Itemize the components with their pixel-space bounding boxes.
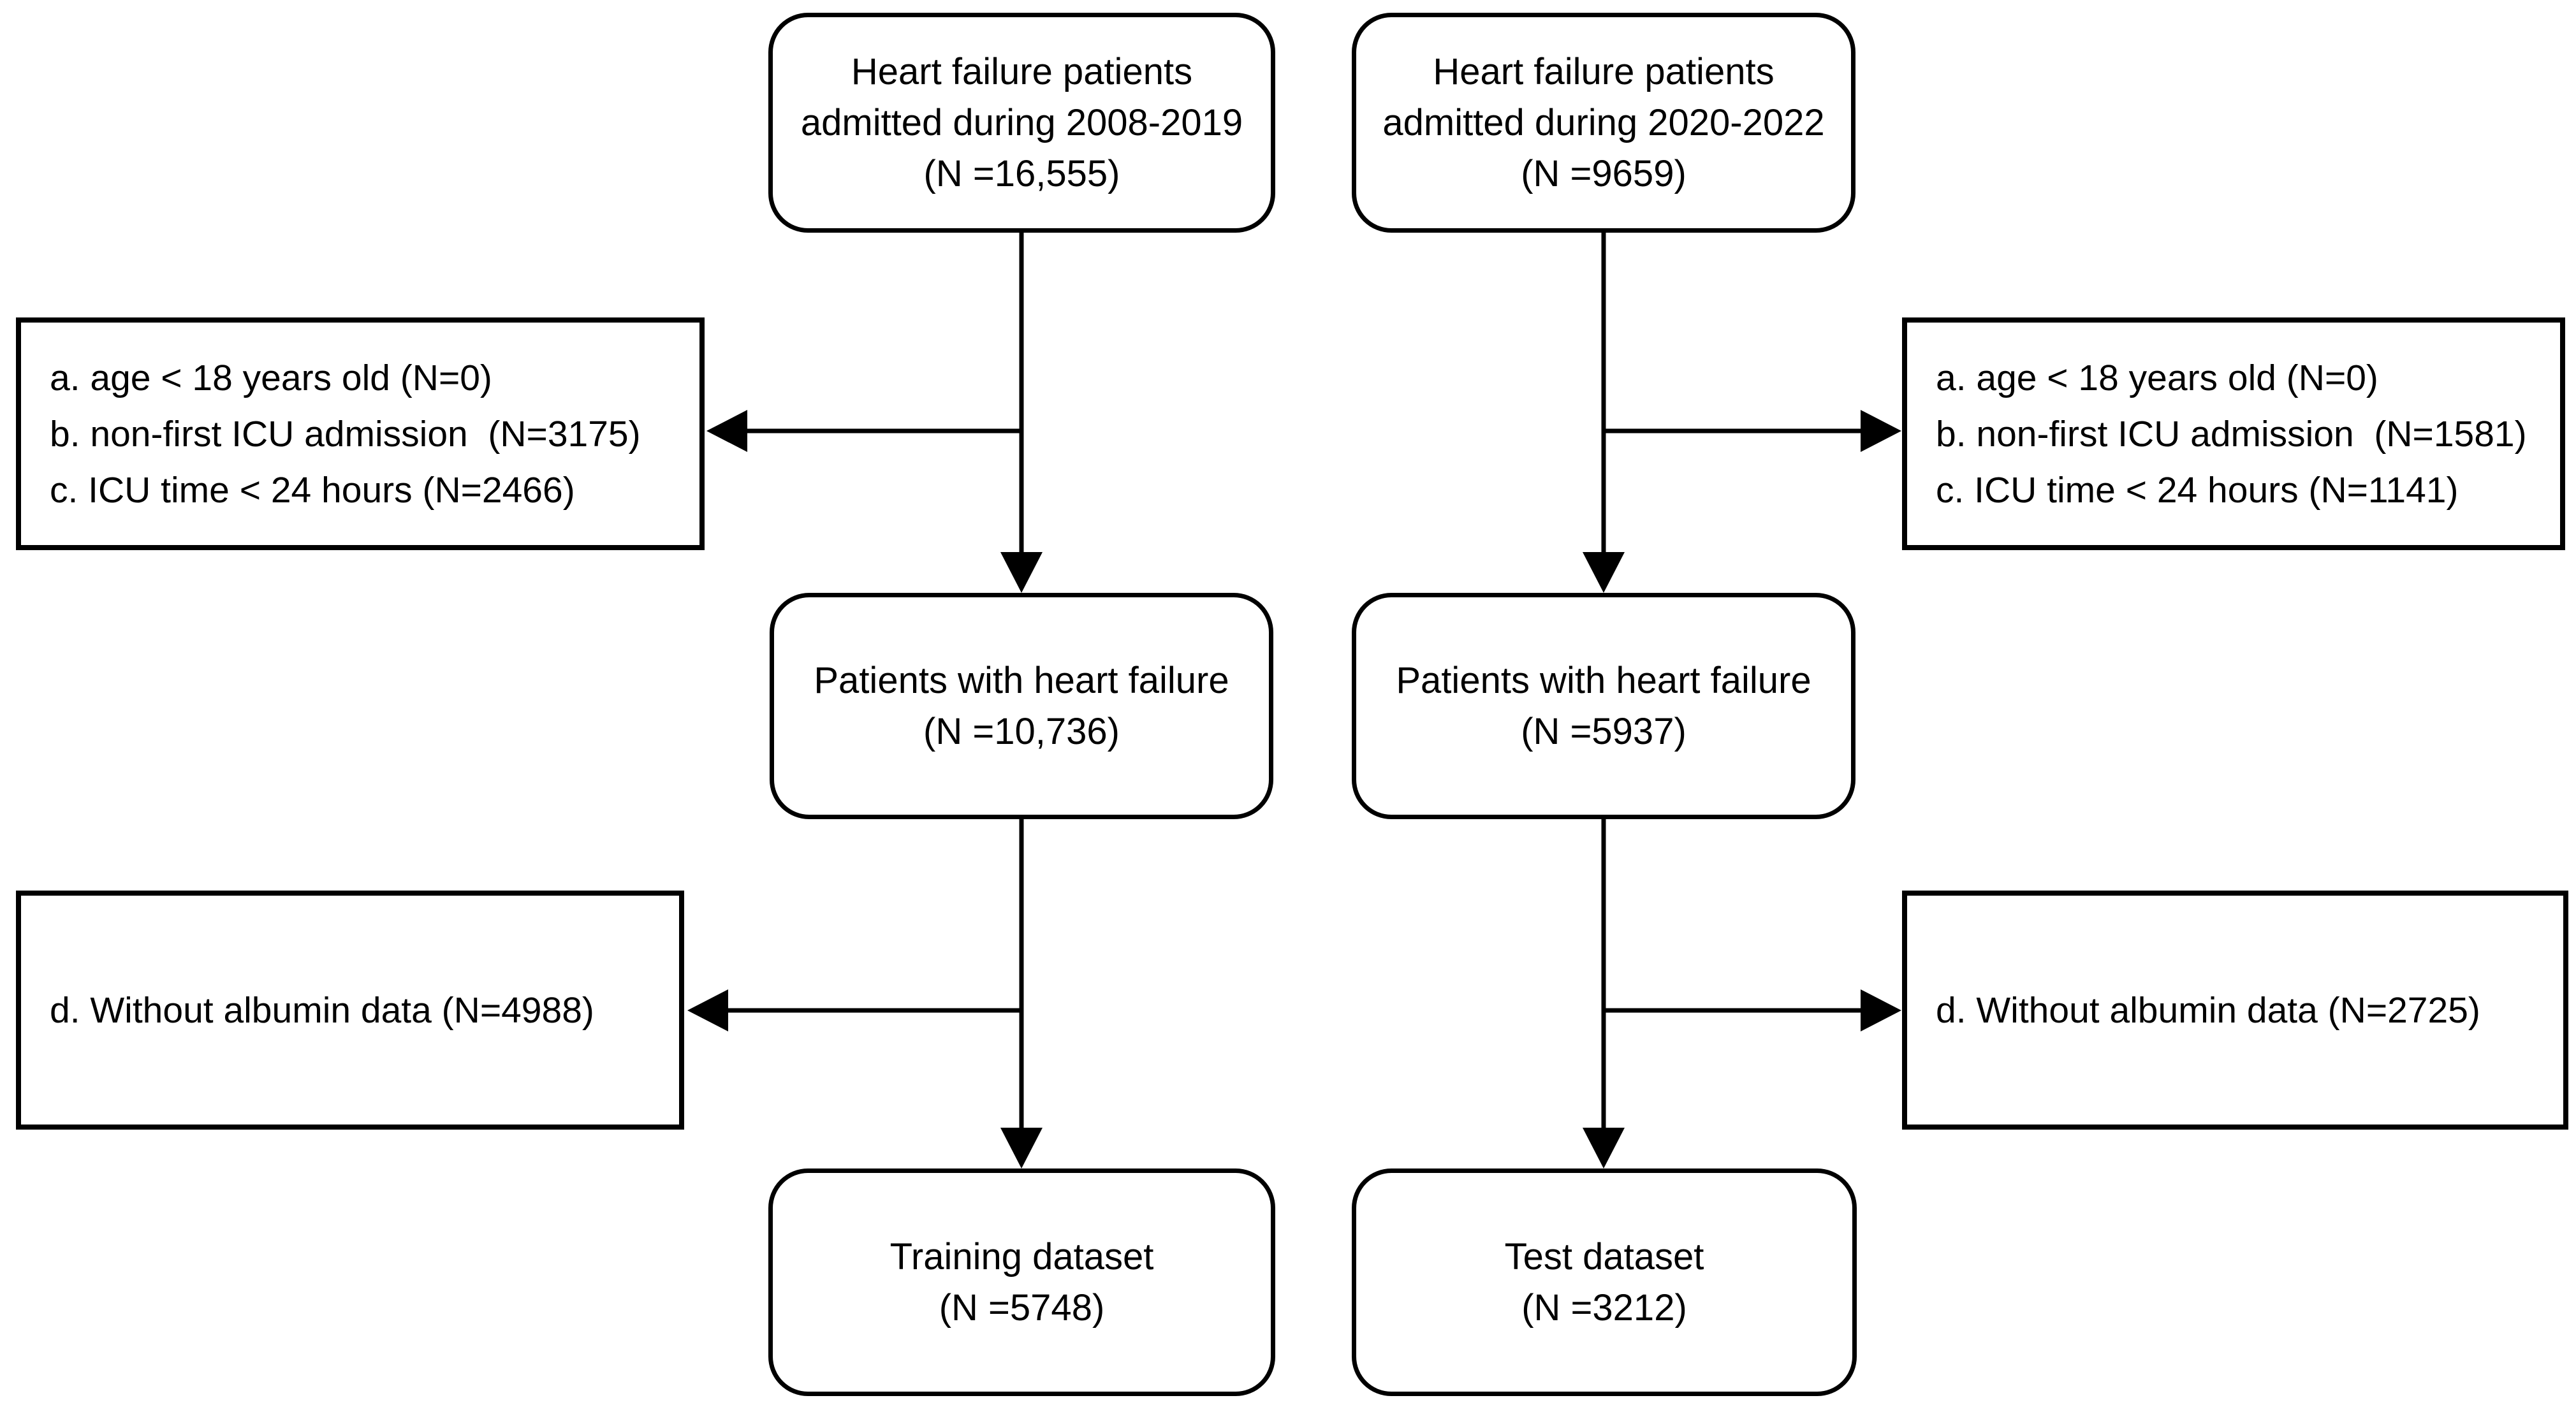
right-cohort-box: Patients with heart failure (N =5937) bbox=[1352, 593, 1855, 819]
right-exclusion-criteria-box: a. age < 18 years old (N=0) b. non-first… bbox=[1902, 317, 2565, 550]
left-albumin-exclusion-box: d. Without albumin data (N=4988) bbox=[16, 891, 684, 1130]
box-text-line: (N =5937) bbox=[1521, 710, 1687, 752]
left-top-to-cohort-arrowhead-icon bbox=[1000, 552, 1043, 593]
exclusion-item: d. Without albumin data (N=2725) bbox=[1936, 989, 2480, 1031]
box-text-line: (N =3212) bbox=[1521, 1286, 1687, 1329]
box-text-line: (N =16,555) bbox=[923, 152, 1120, 194]
box-text-line: Heart failure patients bbox=[851, 50, 1193, 92]
right-exclusion2-arrowhead-icon bbox=[1861, 989, 1901, 1031]
test-dataset-box: Test dataset (N =3212) bbox=[1352, 1168, 1857, 1396]
exclusion-item: c. ICU time < 24 hours (N=2466) bbox=[50, 469, 575, 511]
exclusion-item: b. non-first ICU admission (N=3175) bbox=[50, 413, 641, 455]
left-cohort-box: Patients with heart failure (N =10,736) bbox=[770, 593, 1273, 819]
left-cohort-to-result-arrowhead-icon bbox=[1000, 1128, 1043, 1168]
box-text-line: (N =5748) bbox=[939, 1286, 1105, 1329]
right-albumin-exclusion-box: d. Without albumin data (N=2725) bbox=[1902, 891, 2568, 1130]
box-text-line: Training dataset bbox=[889, 1235, 1154, 1278]
right-top-population-box: Heart failure patients admitted during 2… bbox=[1352, 13, 1855, 233]
box-text-line: Patients with heart failure bbox=[814, 659, 1229, 701]
exclusion-item: d. Without albumin data (N=4988) bbox=[50, 989, 594, 1031]
exclusion-item: a. age < 18 years old (N=0) bbox=[1936, 357, 2378, 398]
box-text-line: Patients with heart failure bbox=[1396, 659, 1811, 701]
exclusion-item: b. non-first ICU admission (N=1581) bbox=[1936, 413, 2527, 455]
left-exclusion-criteria-box: a. age < 18 years old (N=0) b. non-first… bbox=[16, 317, 705, 550]
left-exclusion1-arrowhead-icon bbox=[706, 410, 747, 452]
left-exclusion2-arrowhead-icon bbox=[687, 989, 728, 1031]
left-top-population-box: Heart failure patients admitted during 2… bbox=[768, 13, 1275, 233]
box-text-line: (N =9659) bbox=[1521, 152, 1687, 194]
box-text-line: admitted during 2008-2019 bbox=[800, 101, 1243, 143]
box-text-line: admitted during 2020-2022 bbox=[1382, 101, 1825, 143]
right-cohort-to-result-arrowhead-icon bbox=[1583, 1128, 1625, 1168]
box-text-line: (N =10,736) bbox=[923, 710, 1120, 752]
box-text-line: Heart failure patients bbox=[1433, 50, 1775, 92]
right-exclusion1-arrowhead-icon bbox=[1861, 410, 1901, 452]
training-dataset-box: Training dataset (N =5748) bbox=[768, 1168, 1275, 1396]
exclusion-item: c. ICU time < 24 hours (N=1141) bbox=[1936, 469, 2459, 511]
box-text-line: Test dataset bbox=[1504, 1235, 1704, 1278]
exclusion-item: a. age < 18 years old (N=0) bbox=[50, 357, 492, 398]
right-top-to-cohort-arrowhead-icon bbox=[1583, 552, 1625, 593]
